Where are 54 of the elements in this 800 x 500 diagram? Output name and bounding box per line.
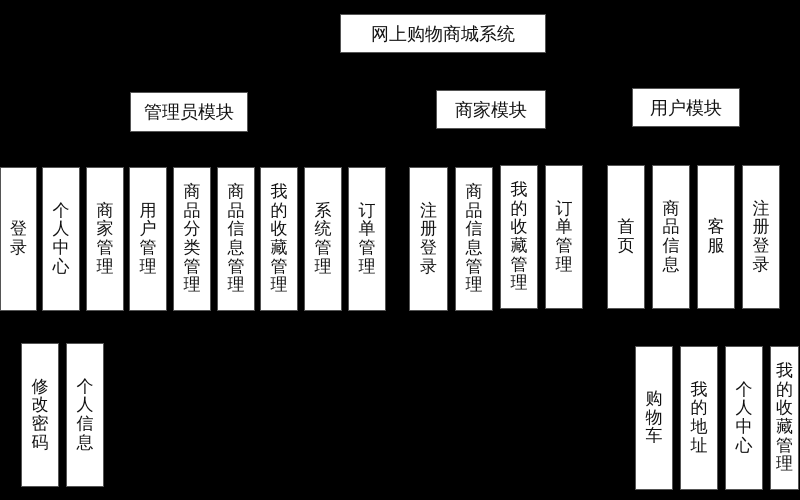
function-box — [742, 165, 780, 309]
function-box — [129, 167, 167, 311]
node-label: 我的地址 — [690, 380, 708, 456]
node-label: 订单管理 — [358, 202, 376, 276]
function-box — [42, 167, 80, 311]
function-box — [500, 165, 538, 309]
module-box — [632, 88, 740, 127]
node-label: 管理员模块 — [144, 101, 234, 124]
node-label: 商家模块 — [455, 98, 527, 122]
function-box — [86, 167, 124, 311]
function-box — [348, 167, 386, 311]
node-label: 修改密码 — [32, 378, 48, 452]
system-title-box — [340, 14, 546, 53]
function-box — [607, 165, 645, 309]
node-label: 商家管理 — [96, 202, 114, 276]
function-box — [217, 167, 255, 311]
function-box — [725, 346, 763, 490]
node-label: 个人中心 — [52, 202, 70, 276]
node-label: 首页 — [618, 218, 634, 256]
function-box — [21, 343, 59, 487]
node-label: 注册登录 — [420, 202, 437, 276]
function-box — [770, 346, 799, 490]
node-label: 订单管理 — [556, 200, 572, 274]
node-label: 商品信息管理 — [466, 182, 482, 296]
node-label: 个人信息 — [76, 378, 94, 452]
function-box — [260, 167, 298, 311]
function-box — [409, 167, 448, 311]
module-box — [130, 92, 248, 132]
function-box — [173, 167, 211, 311]
node-label: 商品分类管理 — [184, 182, 200, 296]
node-label: 商品信息管理 — [228, 182, 244, 296]
node-label: 购物车 — [646, 390, 662, 446]
function-box — [545, 165, 583, 309]
function-box — [455, 167, 493, 311]
function-box — [652, 165, 690, 309]
node-label: 系统管理 — [314, 202, 332, 276]
node-label: 用户模块 — [650, 96, 722, 120]
node-label: 登录 — [10, 220, 27, 258]
function-box — [697, 165, 735, 309]
node-label: 个人中心 — [736, 380, 752, 456]
node-label: 商品信息 — [662, 200, 680, 274]
node-label: 我的收藏管理 — [776, 362, 793, 474]
node-label: 客服 — [708, 218, 724, 256]
node-label: 我的收藏管理 — [510, 180, 528, 294]
node-label: 注册登录 — [752, 200, 770, 274]
node-label: 用户管理 — [140, 202, 156, 276]
node-label: 网上购物商城系统 — [371, 22, 515, 46]
function-box — [66, 343, 104, 487]
function-box — [635, 346, 673, 490]
node-label: 我的收藏管理 — [270, 182, 288, 296]
function-box — [304, 167, 342, 311]
module-box — [436, 90, 546, 129]
function-box — [680, 346, 718, 490]
function-box — [0, 167, 37, 311]
